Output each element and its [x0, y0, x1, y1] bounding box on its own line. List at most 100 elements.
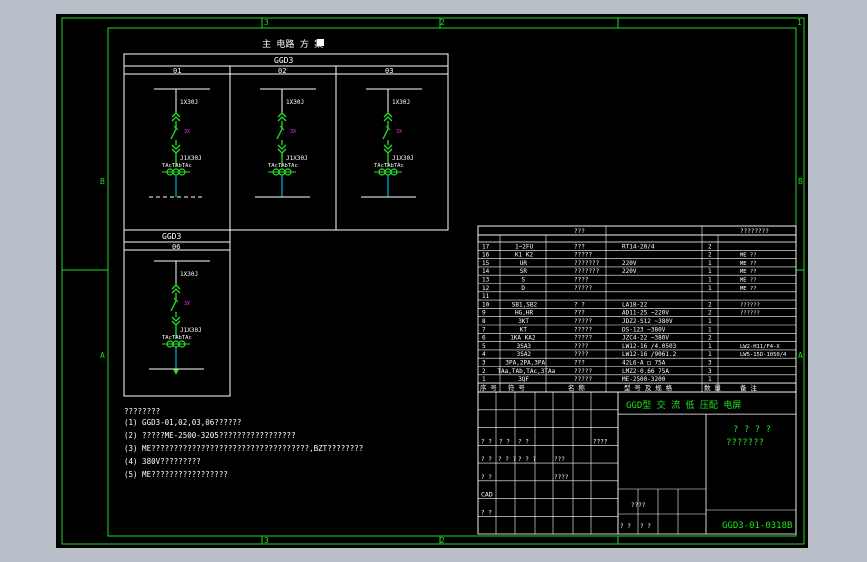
table-row: 15 UR??????? 220V 1 ME ??	[478, 260, 796, 268]
table-header-cell: 数 量	[704, 383, 721, 392]
table-cell: JZC4-22 ~380V	[622, 335, 669, 342]
title-block-cell: ? ?	[481, 509, 492, 516]
title-block-cell: ???	[554, 456, 565, 463]
table-cell: ???	[574, 243, 585, 250]
table-cell: LW12-16 /4.0503	[622, 343, 677, 350]
breaker-icon	[170, 128, 177, 140]
table-cell: 220V	[622, 260, 637, 267]
breaker-icon	[276, 128, 283, 140]
table-cell: 2	[482, 368, 486, 375]
table-cell: 16	[482, 252, 490, 259]
table-cell: 14	[482, 268, 490, 275]
table-cell: TAa,TAb,TAc,3TAa	[497, 368, 555, 375]
table-cell: 2	[708, 243, 712, 250]
note-item-1: (1) GGD3-01,02,03,06??????	[124, 418, 241, 427]
table-cell: D	[521, 285, 525, 292]
table-cell: ???????	[574, 260, 600, 267]
title-block-cell: ? ?	[481, 438, 492, 445]
circuit-panels: 1X30J3XJ1X30JTAcTAbTAc1X30J3XJ1X30JTAcTA…	[149, 88, 422, 375]
notes-heading: ????????	[124, 407, 160, 416]
table-header-cell: 名 称	[568, 383, 585, 392]
table-cell: 1	[708, 351, 712, 358]
drawing-title: GGD型 交 流 低 压配 电屏	[626, 399, 741, 411]
table-cell: 3PA,2PA,3PA	[505, 360, 545, 367]
table-cell: HG,HR	[515, 310, 533, 317]
top-label: 1X30J	[180, 271, 198, 278]
mark-top-2: 2	[440, 18, 445, 27]
panel-no-02: 02	[278, 67, 286, 75]
table-cell: 1	[708, 268, 712, 275]
table-cell: LW5-15D-1050/4	[740, 352, 787, 358]
panel-no-03: 03	[385, 67, 393, 75]
title-block-cell: ? ?	[499, 438, 510, 445]
breaker-label: 3X	[290, 129, 296, 135]
cabinet-label: GGD3	[274, 56, 293, 65]
table-cell: ME ??	[740, 261, 757, 267]
scheme-title: 主 电路 方 案	[262, 38, 323, 50]
table-header-cell: 型 号 及 规 格	[624, 383, 673, 392]
drawing-number: GGD3-01-0318B	[722, 521, 792, 531]
ct-label: TAcTAbTAc	[374, 163, 404, 169]
second-cabinet-label: GGD3	[162, 232, 181, 241]
table-cell: ME ??	[740, 269, 757, 275]
table-cell: 15	[482, 260, 490, 267]
breaker-label: 3X	[396, 129, 402, 135]
top-label: 1X30J	[392, 99, 410, 106]
table-cell: 6	[482, 335, 486, 342]
table-cell: ???	[574, 310, 585, 317]
breaker-icon	[170, 300, 177, 312]
table-cell: 1	[708, 376, 712, 383]
mark-bottom-3: 3	[264, 536, 269, 545]
note-item-3: (3) ME??????????????????????????????????…	[124, 444, 363, 453]
drawing-sheet	[56, 14, 808, 548]
bottom-label: J1X30J	[180, 327, 202, 334]
title-block-cell: ? ?	[640, 523, 651, 530]
table-cell: ???	[574, 360, 585, 367]
title-block-cell: ? ? ?	[518, 456, 536, 463]
cabinet-table-bottom	[123, 229, 231, 397]
bottom-label: J1X30J	[180, 155, 202, 162]
table-cell: ME ??	[740, 286, 757, 292]
table-cell: 1	[482, 376, 486, 383]
table-cell: UR	[520, 260, 528, 267]
title-block-cell: ? ? ?	[498, 456, 516, 463]
table-cell: 10	[482, 301, 490, 308]
table-header-cell: 序 号	[480, 383, 497, 392]
panel-no-06: 06	[172, 243, 180, 251]
panel-no-01: 01	[173, 67, 181, 75]
top-label: 1X30J	[286, 99, 304, 106]
frame-marks: 3 2 1 3 2 B A B A	[100, 18, 803, 545]
table-cell: 1	[708, 260, 712, 267]
drawing-subtitle: ? ? ? ?	[733, 425, 771, 435]
table-cell: 2	[708, 310, 712, 317]
table-cell: LW2-H11/F4-X	[740, 344, 780, 350]
drawing-subtitle: ???????	[726, 438, 764, 448]
ct-label: TAcTAbTAc	[162, 335, 192, 341]
table-cell: 1	[708, 326, 712, 333]
note-item-5: (5) ME?????????????????	[124, 470, 228, 479]
table-cell: 4	[482, 351, 486, 358]
table-cell: LW12-16 /9061.2	[622, 351, 677, 358]
table-cell: ????	[574, 351, 589, 358]
title-block-cell: ????	[593, 438, 608, 445]
mark-right-A: A	[798, 351, 803, 360]
bottom-label: J1X30J	[392, 155, 414, 162]
bottom-label: J1X30J	[286, 155, 308, 162]
notes-block: ???????? (1) GGD3-01,02,03,06?????? (2) …	[124, 407, 363, 479]
note-item-2: (2) ?????ME-2500-3205?????????????????	[124, 431, 296, 440]
breaker-label: 3X	[184, 301, 190, 307]
mark-left-A: A	[100, 351, 105, 360]
table-cell: 9	[482, 310, 486, 317]
connector-icon	[383, 112, 393, 122]
table-cell: ME ??	[740, 253, 757, 259]
table-cell: 1	[708, 277, 712, 284]
table-cell: 3	[708, 368, 712, 375]
